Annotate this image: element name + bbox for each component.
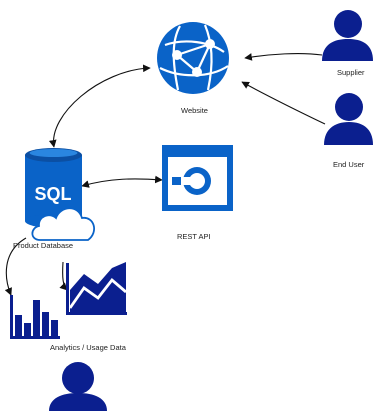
connectors <box>4 53 326 296</box>
rest-api-label: REST API <box>177 232 211 241</box>
api-window-icon <box>162 145 233 211</box>
cloud-icon <box>31 207 95 241</box>
globe-network-icon <box>157 22 229 94</box>
user-icon <box>49 362 107 411</box>
connector-website-database <box>48 64 151 148</box>
sql-icon-text: SQL <box>34 184 71 204</box>
connector-supplier-website <box>244 53 323 61</box>
supplier-label: Supplier <box>337 68 365 77</box>
end-user-label: End User <box>333 160 365 169</box>
connector-database-analytics <box>4 237 27 296</box>
sql-database-icon: SQL <box>25 148 95 241</box>
connector-database-restapi <box>81 175 163 188</box>
enduser-user-icon <box>324 93 373 145</box>
analytics-label: Analytics / Usage Data <box>50 343 126 352</box>
bar-chart-icon <box>10 295 60 339</box>
area-chart-icon <box>66 262 127 315</box>
product-database-label: Product Database <box>13 241 74 250</box>
connector-enduser-website <box>241 81 326 125</box>
website-label: Website <box>181 106 208 115</box>
supplier-user-icon <box>322 10 373 61</box>
